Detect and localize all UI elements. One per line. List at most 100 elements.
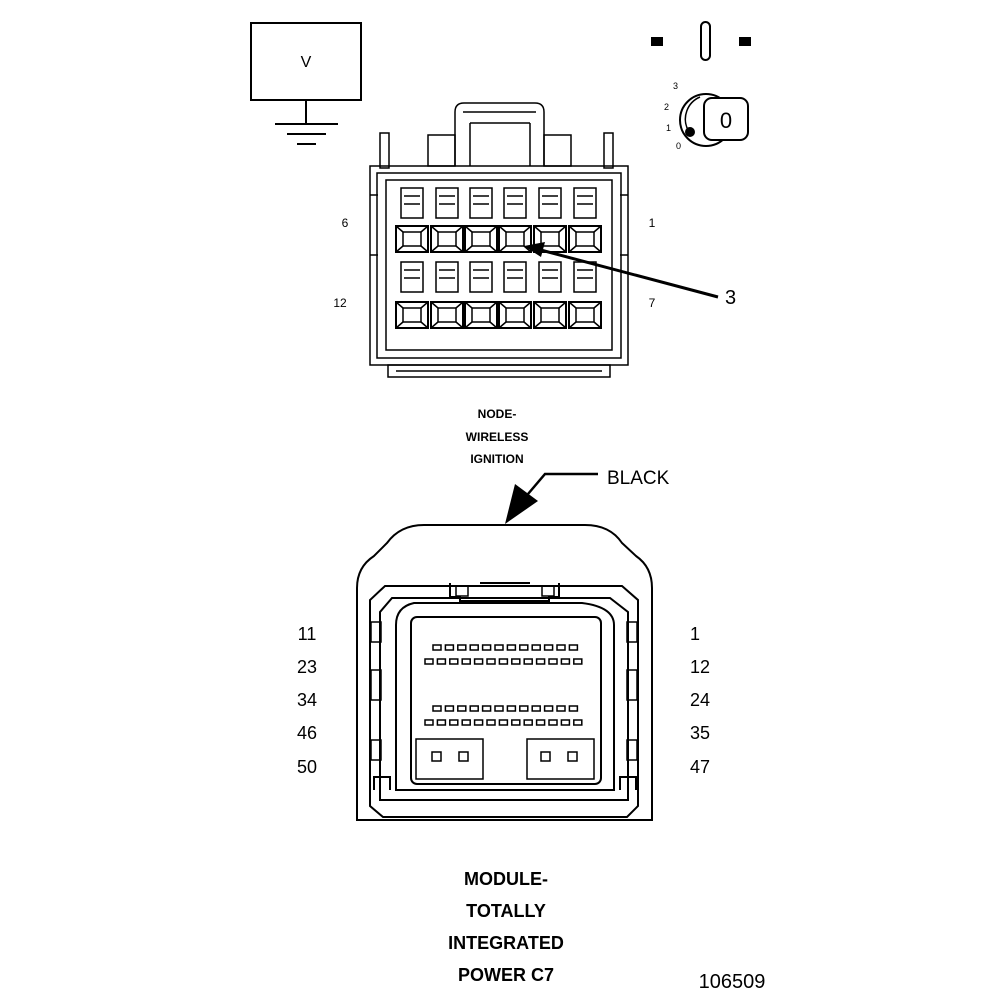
top-pin-label-7: 7	[649, 296, 656, 310]
bottom-caption-line-4: POWER C7	[458, 965, 554, 985]
signal-pin	[548, 658, 558, 665]
key-position-2: 2	[664, 102, 669, 112]
top-pin-cavity	[395, 261, 429, 329]
signal-pin	[432, 644, 442, 651]
top-pin-cavity	[568, 261, 602, 329]
signal-pin	[457, 705, 467, 712]
bottom-connector	[356, 524, 653, 821]
right-pin-label-12: 12	[690, 657, 710, 677]
signal-pin	[568, 705, 579, 712]
right-pin-label-1: 1	[690, 624, 700, 644]
signal-pin	[494, 705, 504, 712]
signal-pin	[424, 719, 434, 726]
key-label: 0	[720, 108, 732, 133]
signal-pin	[444, 705, 455, 712]
signal-pin	[481, 644, 492, 651]
top-pin-cavity	[464, 187, 498, 253]
left-pin-label-23: 23	[297, 657, 317, 677]
callout-3-leader	[524, 242, 719, 299]
signal-pin	[535, 658, 546, 665]
signal-pin	[469, 705, 479, 712]
left-pin-label-46: 46	[297, 723, 317, 743]
signal-pin	[424, 658, 434, 665]
bottom-connector-pin-rows	[424, 644, 583, 726]
signal-pin	[432, 705, 442, 712]
signal-pin	[560, 658, 571, 665]
top-caption-line-3: IGNITION	[470, 452, 523, 466]
signal-pin	[531, 705, 541, 712]
top-pin-label-12: 12	[333, 296, 347, 310]
signal-pin	[573, 658, 583, 665]
signal-pin	[511, 719, 521, 726]
signal-pin	[556, 644, 566, 651]
signal-pin	[556, 705, 566, 712]
top-pin-cavity	[533, 261, 567, 329]
signal-pin	[560, 719, 571, 726]
right-pin-label-35: 35	[690, 723, 710, 743]
top-pin-cavity	[568, 187, 602, 253]
signal-pin	[486, 719, 496, 726]
ignition-key-icon	[651, 21, 751, 147]
signal-pin	[543, 705, 554, 712]
signal-pin	[531, 644, 541, 651]
signal-pin	[461, 658, 471, 665]
top-pin-cavity	[395, 187, 429, 253]
left-pin-label-50: 50	[297, 757, 317, 777]
signal-pin	[449, 719, 459, 726]
signal-pin	[498, 658, 509, 665]
signal-pin	[519, 705, 529, 712]
top-pin-cavity	[498, 261, 532, 329]
right-pin-label-24: 24	[690, 690, 710, 710]
signal-pin	[457, 644, 467, 651]
signal-pin	[506, 705, 517, 712]
signal-pin	[469, 644, 479, 651]
signal-pin	[449, 658, 459, 665]
signal-pin	[473, 658, 484, 665]
signal-pin	[573, 719, 583, 726]
connector-color-label: BLACK	[607, 468, 670, 489]
signal-pin	[473, 719, 484, 726]
callout-3-label: 3	[725, 287, 736, 309]
signal-pin	[461, 719, 471, 726]
signal-pin	[535, 719, 546, 726]
bottom-caption-line-2: TOTALLY	[466, 901, 546, 921]
left-pin-label-34: 34	[297, 690, 317, 710]
top-pin-cavity	[430, 187, 464, 253]
signal-pin	[481, 705, 492, 712]
signal-pin	[511, 658, 521, 665]
top-pin-cavity	[464, 261, 498, 329]
signal-pin	[543, 644, 554, 651]
bottom-caption-line-1: MODULE-	[464, 869, 548, 889]
left-pin-label-11: 11	[298, 624, 317, 644]
signal-pin	[436, 658, 447, 665]
key-position-1: 1	[666, 123, 671, 133]
top-pin-label-6: 6	[342, 216, 349, 230]
key-position-0: 0	[676, 141, 681, 151]
signal-pin	[523, 658, 533, 665]
top-pin-label-1: 1	[649, 216, 656, 230]
signal-pin	[568, 644, 579, 651]
top-connector	[369, 102, 629, 378]
black-color-pointer	[505, 472, 598, 524]
signal-pin	[548, 719, 558, 726]
top-caption-line-1: NODE-	[478, 407, 517, 421]
top-connector-pin-grid	[395, 187, 602, 329]
top-pin-cavity	[533, 187, 567, 253]
signal-pin	[444, 644, 455, 651]
voltmeter-symbol	[250, 22, 362, 145]
right-pin-label-47: 47	[690, 757, 710, 777]
top-caption-line-2: WIRELESS	[466, 430, 529, 444]
signal-pin	[506, 644, 517, 651]
signal-pin	[494, 644, 504, 651]
signal-pin	[523, 719, 533, 726]
bottom-caption-line-3: INTEGRATED	[448, 933, 564, 953]
key-position-3: 3	[673, 81, 678, 91]
top-pin-cavity	[430, 261, 464, 329]
voltmeter-label: V	[301, 54, 312, 71]
signal-pin	[436, 719, 447, 726]
top-pin-cavity	[498, 187, 532, 253]
figure-id: 106509	[699, 971, 766, 993]
signal-pin	[519, 644, 529, 651]
signal-pin	[486, 658, 496, 665]
